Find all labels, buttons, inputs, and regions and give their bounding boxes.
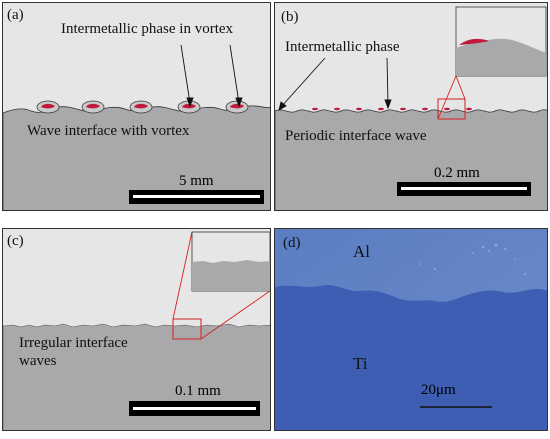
panel-b: (b) Intermetallic phase Periodic interfa… (274, 2, 548, 211)
panel-label-d: (d) (283, 235, 301, 251)
surface-specks (419, 243, 526, 275)
annotation-intermetallic-phase: Intermetallic phase (285, 39, 400, 55)
interface-description-a: Wave interface with vortex (27, 123, 190, 139)
interface-description-c-line1: Irregular interface (19, 335, 128, 351)
zoom-box-c (172, 318, 202, 340)
panel-c: (c) Irregular interface waves 0.1 mm (2, 228, 271, 431)
scale-text-c: 0.1 mm (175, 383, 221, 399)
scale-text-d: 20μm (421, 382, 456, 398)
inset-b (455, 6, 547, 77)
panel-label-b: (b) (281, 9, 299, 25)
material-label-ti: Ti (353, 354, 368, 373)
interface-description-b: Periodic interface wave (285, 128, 427, 144)
intermetallic-phase-marks (41, 103, 244, 109)
scale-bar-b (397, 182, 531, 196)
material-label-al: Al (353, 242, 370, 261)
panel-a-graphic (3, 44, 270, 210)
scale-bar-c (129, 401, 260, 416)
vortex-group (36, 100, 249, 114)
scale-text-b: 0.2 mm (434, 165, 480, 181)
scale-bar-a (129, 190, 264, 204)
interface-description-c-line2: waves (19, 353, 57, 369)
annotation-arrows-a (180, 44, 243, 108)
panel-label-a: (a) (7, 7, 24, 23)
intermetallic-small-marks (312, 107, 472, 111)
annotation-arrows-b (278, 57, 392, 111)
panel-a: (a) Intermetallic phase in vortex Wave i… (2, 2, 271, 211)
inset-c (191, 231, 270, 292)
ti-region (275, 285, 547, 430)
micrograph (275, 229, 547, 430)
panel-label-c: (c) (7, 233, 24, 249)
zoom-box-b (437, 98, 466, 120)
annotation-intermetallic-vortex: Intermetallic phase in vortex (61, 21, 234, 37)
panel-b-graphic (275, 6, 547, 210)
panel-d: (d) Al Ti 20μm (274, 228, 548, 431)
scale-text-a: 5 mm (179, 173, 214, 189)
